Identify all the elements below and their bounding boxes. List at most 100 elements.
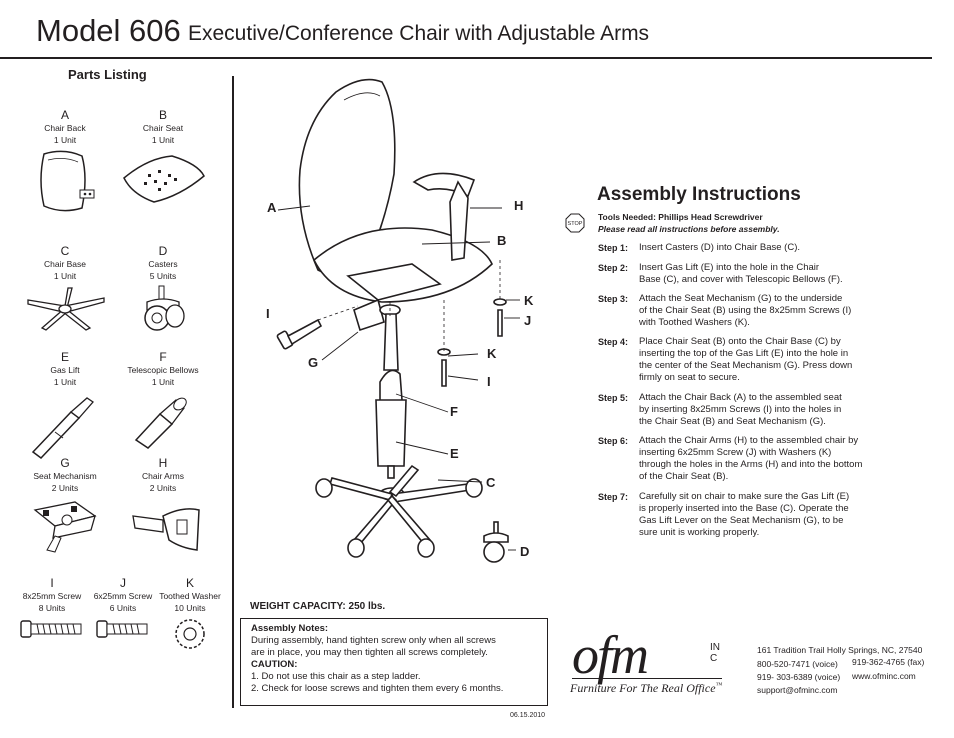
stop-sign-icon: STOP xyxy=(565,213,585,233)
step-4: Step 4: Place Chair Seat (B) onto the Ch… xyxy=(598,336,908,384)
step-number: Step 7: xyxy=(598,492,629,502)
part-i: I 8x25mm Screw 8 Units xyxy=(2,576,102,642)
step-line: Insert Casters (D) into Chair Base (C). xyxy=(639,242,801,253)
caution-line: 2. Check for loose screws and tighten th… xyxy=(251,683,504,694)
step-line: inserting 6x25mm Screw (J) with Washers … xyxy=(639,447,832,458)
part-qty: 1 Unit xyxy=(53,271,77,281)
part-name: Seat Mechanism xyxy=(33,471,97,481)
phone-voice: 800-520-7471 (voice) xyxy=(757,659,838,669)
chair-seat-icon xyxy=(123,155,205,203)
part-qty: 1 Unit xyxy=(151,377,175,387)
part-letter: C xyxy=(60,244,70,258)
callout-i-right: I xyxy=(487,374,491,389)
callout-b: B xyxy=(497,233,507,248)
product-subtitle: Executive/Conference Chair with Adjustab… xyxy=(188,22,650,45)
part-qty: 2 Units xyxy=(149,483,177,493)
tagline-text: Furniture For The Real Office xyxy=(570,681,716,695)
step-2: Step 2: Insert Gas Lift (E) into the hol… xyxy=(598,262,908,286)
tools-needed: Tools Needed: Phillips Head Screwdriver … xyxy=(598,211,780,235)
step-line: Attach the Chair Back (A) to the assembl… xyxy=(639,392,842,403)
phone-voice-2: 919- 303-6389 (voice) xyxy=(757,672,841,682)
part-letter: I xyxy=(50,576,54,590)
callout-f: F xyxy=(450,404,458,419)
part-name: Gas Lift xyxy=(50,365,80,375)
step-number: Step 2: xyxy=(598,263,629,273)
read-instructions-note: Please read all instructions before asse… xyxy=(598,224,780,234)
part-g: G Seat Mechanism 2 Units xyxy=(15,456,115,556)
document-date: 06.15.2010 xyxy=(510,712,546,719)
step-number: Step 3: xyxy=(598,294,629,304)
step-number: Step 1: xyxy=(598,243,629,253)
step-3: Step 3: Attach the Seat Mechanism (G) to… xyxy=(598,293,908,329)
callout-i-left: I xyxy=(266,306,270,321)
trademark-symbol: ™ xyxy=(715,681,723,689)
callout-h: H xyxy=(514,198,524,213)
website-link[interactable]: www.ofminc.com xyxy=(852,671,916,681)
callout-c: C xyxy=(486,475,496,490)
step-line: inserting the top of the Gas Lift (E) in… xyxy=(639,348,849,359)
step-6: Step 6: Attach the Chair Arms (H) to the… xyxy=(598,435,908,483)
chair-base-icon xyxy=(27,287,105,331)
step-1: Step 1: Insert Casters (D) into Chair Ba… xyxy=(598,242,908,254)
header-rule xyxy=(0,57,932,59)
part-e: E Gas Lift 1 Unit xyxy=(15,350,115,460)
callout-d: D xyxy=(520,544,530,559)
part-a: A Chair Back 1 Unit xyxy=(15,108,115,216)
company-address: 161 Tradition Trail Holly Springs, NC, 2… xyxy=(757,645,923,655)
step-5: Step 5: Attach the Chair Back (A) to the… xyxy=(598,392,908,428)
part-name: Chair Arms xyxy=(141,471,185,481)
long-screw-icon xyxy=(20,620,82,638)
support-email[interactable]: support@ofminc.com xyxy=(757,685,838,695)
notes-line: are in place, you may then tighten all s… xyxy=(251,647,488,658)
part-letter: K xyxy=(185,576,194,590)
part-qty: 10 Units xyxy=(174,603,206,613)
step-line: Carefully sit on chair to make sure the … xyxy=(639,491,850,502)
step-line: firmly on seat to secure. xyxy=(639,372,740,383)
step-line: of the Chair Seat (B) using the 8x25mm S… xyxy=(639,305,852,316)
phone-fax: 919-362-4765 (fax) xyxy=(852,657,925,667)
weight-capacity: WEIGHT CAPACITY: 250 lbs. xyxy=(250,601,386,612)
step-line: Gas Lift Lever on the Seat Mechanism (G)… xyxy=(639,515,844,526)
bellows-icon xyxy=(134,397,187,449)
chair-back-icon xyxy=(40,150,95,212)
notes-line: During assembly, hand tighten screw only… xyxy=(251,635,496,646)
callout-g: G xyxy=(308,355,319,370)
part-c: C Chair Base 1 Unit xyxy=(15,244,115,334)
step-line: Place Chair Seat (B) onto the Chair Base… xyxy=(639,336,841,347)
step-line: with Toothed Washers (K). xyxy=(639,317,750,328)
part-name: Chair Seat xyxy=(142,123,184,133)
toothed-washer-icon xyxy=(175,619,205,649)
chair-arm-icon xyxy=(132,508,200,551)
callout-e: E xyxy=(450,446,459,461)
part-h: H Chair Arms 2 Units xyxy=(113,456,213,556)
part-d: D Casters 5 Units xyxy=(113,244,213,334)
part-qty: 1 Unit xyxy=(151,135,175,145)
step-number: Step 5: xyxy=(598,393,629,403)
step-line: by inserting 8x25mm Screws (I) into the … xyxy=(639,404,842,415)
caution-line: 1. Do not use this chair as a step ladde… xyxy=(251,671,421,682)
seat-mechanism-icon xyxy=(33,501,97,553)
logo-tagline: Furniture For The Real Office™ xyxy=(570,681,722,696)
step-line: Base (C), and cover with Telescopic Bell… xyxy=(639,274,843,285)
vertical-divider xyxy=(232,76,234,708)
step-line: through the holes in the Arms (H) and in… xyxy=(639,459,863,470)
part-name: 6x25mm Screw xyxy=(93,591,153,601)
part-b: B Chair Seat 1 Unit xyxy=(113,108,213,208)
part-letter: J xyxy=(120,576,126,590)
step-line: sure unit is working properly. xyxy=(639,527,760,538)
part-qty: 6 Units xyxy=(109,603,137,613)
short-screw-icon xyxy=(96,620,148,638)
part-letter: G xyxy=(60,456,70,470)
model-title: Model 606 xyxy=(36,13,181,48)
part-letter: B xyxy=(158,108,167,122)
part-qty: 8 Units xyxy=(38,603,66,613)
part-qty: 1 Unit xyxy=(53,377,77,387)
part-letter: F xyxy=(159,350,167,364)
callout-k-upper: K xyxy=(524,293,534,308)
part-j: J 6x25mm Screw 6 Units xyxy=(73,576,173,642)
step-number: Step 4: xyxy=(598,337,629,347)
part-name: Chair Back xyxy=(44,123,86,133)
exploded-chair-diagram xyxy=(276,78,520,563)
ofm-logo: ofm xyxy=(572,625,649,685)
step-line: of the Chair Seat (B). xyxy=(639,471,729,482)
